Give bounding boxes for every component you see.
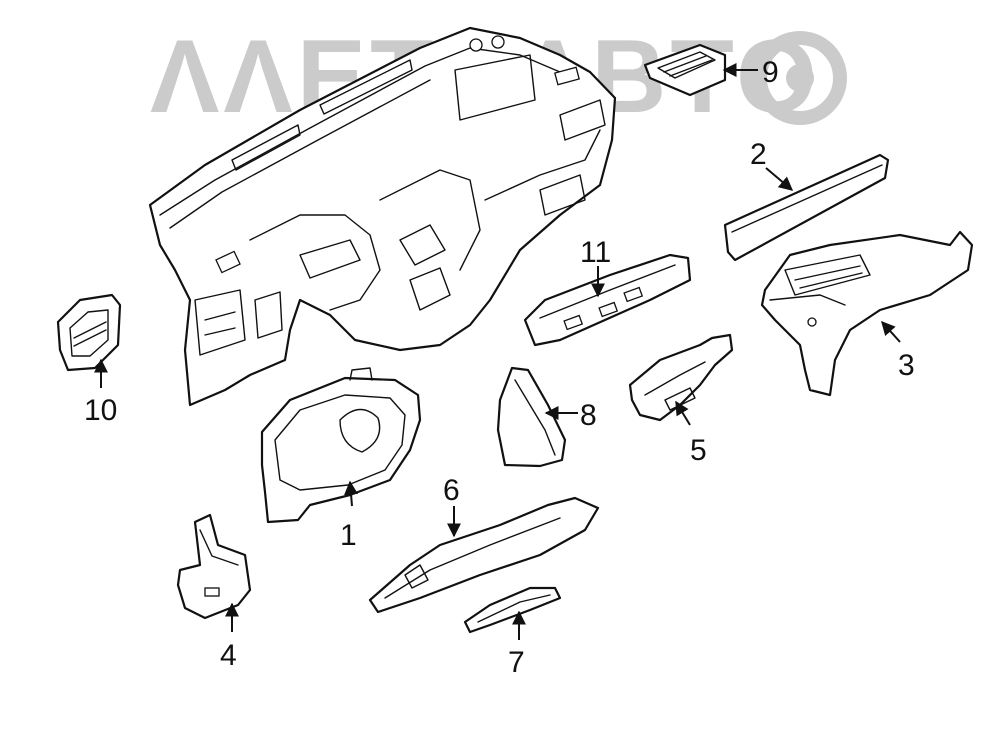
part-4-knee-panel — [176, 513, 252, 620]
callout-8: 8 — [580, 399, 597, 432]
callout-6: 6 — [443, 474, 460, 507]
part-2-trim-strip — [723, 153, 890, 262]
callout-4: 4 — [220, 639, 237, 672]
instrument-panel — [148, 26, 617, 407]
callout-9: 9 — [762, 56, 779, 89]
part-5-bracket — [628, 333, 734, 422]
part-9-air-vent-upper — [643, 43, 727, 97]
part-1-cluster-bezel — [260, 367, 422, 524]
part-10-air-vent-side — [56, 293, 122, 372]
leader-lines — [94, 63, 901, 640]
leader-5 — [675, 400, 691, 426]
callout-10: 10 — [84, 394, 117, 427]
callout-2: 2 — [750, 138, 767, 171]
leader-1 — [344, 480, 359, 507]
callout-5: 5 — [690, 434, 707, 467]
callout-1: 1 — [340, 519, 357, 552]
leader-3 — [881, 320, 901, 343]
part-3-glove-box — [760, 230, 974, 397]
part-11-switch-panel — [523, 253, 692, 347]
part-8-corner-trim — [496, 366, 567, 468]
callout-11: 11 — [580, 236, 611, 269]
callout-3: 3 — [898, 349, 915, 382]
part-7-small-trim — [463, 586, 562, 634]
callout-labels: 1 2 3 4 5 6 7 8 9 10 11 — [84, 56, 915, 679]
callout-7: 7 — [508, 646, 525, 679]
part-6-lower-panel — [368, 496, 600, 614]
leader-2 — [765, 167, 794, 191]
